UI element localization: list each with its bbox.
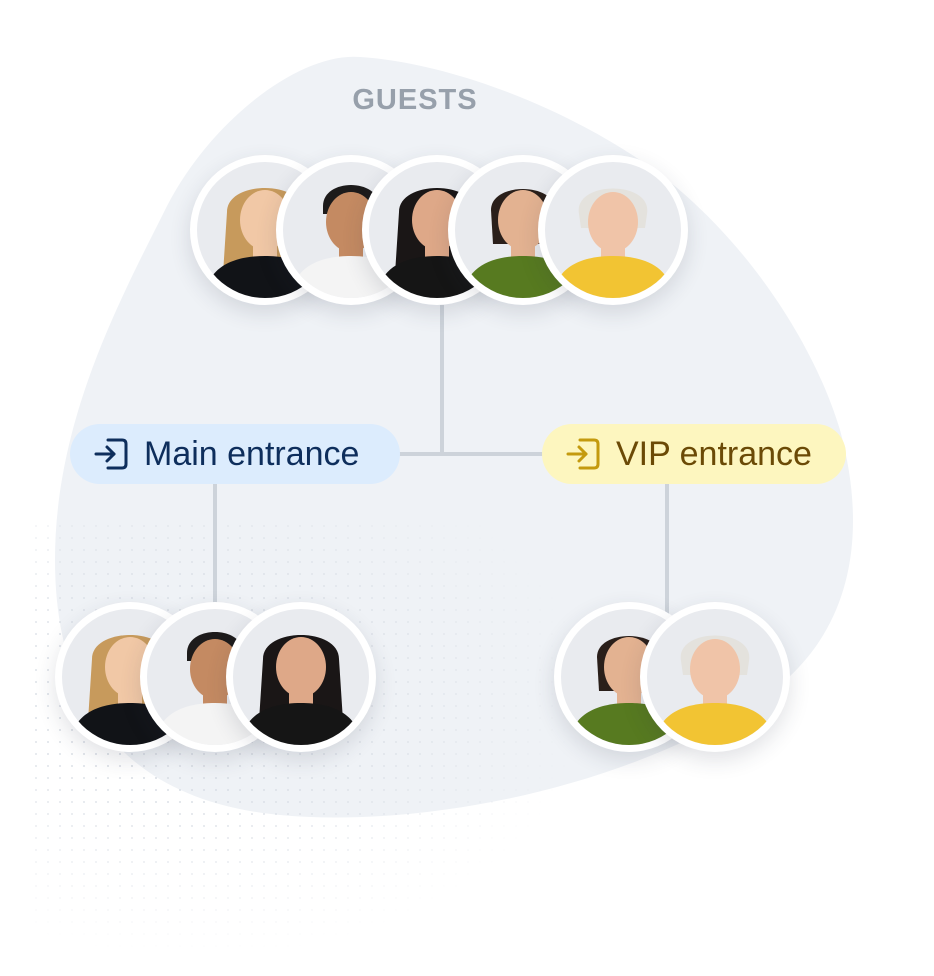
main-entrance-label: Main entrance xyxy=(144,434,360,473)
avatar-senior-woman xyxy=(640,602,790,752)
login-icon xyxy=(94,438,128,470)
avatar-dark-haired-woman xyxy=(226,602,376,752)
avatar-senior-woman xyxy=(538,155,688,305)
login-icon xyxy=(566,438,600,470)
vip-entrance-pill: VIP entrance xyxy=(542,424,846,484)
vip-entrance-label: VIP entrance xyxy=(616,434,812,473)
main-entrance-pill: Main entrance xyxy=(70,424,400,484)
guests-title: GUESTS xyxy=(352,84,478,116)
